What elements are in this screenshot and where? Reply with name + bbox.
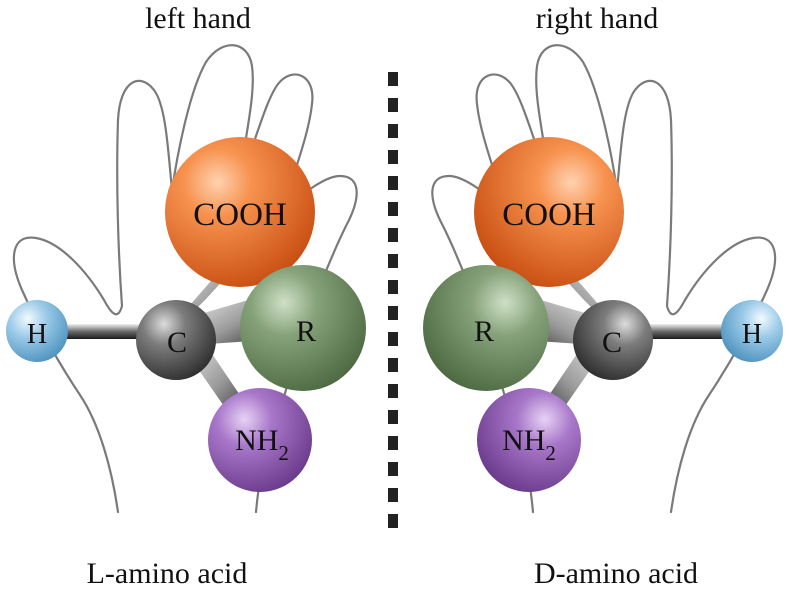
left-hand-title: left hand <box>145 2 251 35</box>
mirror-line-dash <box>388 72 398 86</box>
right-label-r: R <box>474 315 494 348</box>
mirror-line-dash <box>388 514 398 528</box>
mirror-line-dash <box>388 462 398 476</box>
right-label-cooh: COOH <box>502 197 596 233</box>
mirror-line-dash <box>388 254 398 268</box>
left-label-cooh: COOH <box>193 197 287 233</box>
mirror-line <box>388 72 398 528</box>
right-hand-title: right hand <box>536 2 658 35</box>
mirror-line-dash <box>388 150 398 164</box>
right-atom-cooh <box>474 137 624 287</box>
left-atom-c <box>136 300 216 380</box>
right-caption: D-amino acid <box>534 557 698 590</box>
mirror-line-dash <box>388 358 398 372</box>
mirror-line-dash <box>388 332 398 346</box>
left-atom-r <box>240 265 366 391</box>
left-atom-h <box>6 300 68 362</box>
left-caption: L-amino acid <box>87 557 248 590</box>
mirror-line-dash <box>388 228 398 242</box>
left-label-nh2: NH2 <box>235 424 289 465</box>
mirror-line-dash <box>388 202 398 216</box>
left-label-r: R <box>296 315 316 348</box>
left-atom-nh2 <box>208 388 312 492</box>
mirror-line-dash <box>388 280 398 294</box>
mirror-line-dash <box>388 436 398 450</box>
right-atom-nh2 <box>477 388 581 492</box>
mirror-line-dash <box>388 410 398 424</box>
right-bond-h <box>634 324 734 339</box>
mirror-line-dash <box>388 306 398 320</box>
left-bond-h <box>55 324 155 339</box>
right-label-nh2: NH2 <box>502 424 556 465</box>
left-label-h: H <box>27 319 47 350</box>
mirror-line-dash <box>388 176 398 190</box>
right-atom-r <box>423 265 549 391</box>
left-panel: left hand COOH C R H NH2 L-amino acid <box>6 2 366 590</box>
right-hand-outline <box>431 44 777 514</box>
left-label-c: C <box>167 326 187 359</box>
left-atom-cooh <box>165 137 315 287</box>
mirror-line-dash <box>388 384 398 398</box>
mirror-line-dash <box>388 488 398 502</box>
right-label-h: H <box>742 319 762 350</box>
right-atom-c <box>573 300 653 380</box>
right-label-c: C <box>602 326 622 359</box>
right-panel: right hand COOH C R H NH2 D-amino acid <box>423 2 783 590</box>
left-hand-outline <box>12 44 358 514</box>
mirror-line-dash <box>388 98 398 112</box>
right-atom-h <box>721 300 783 362</box>
mirror-line-dash <box>388 124 398 138</box>
